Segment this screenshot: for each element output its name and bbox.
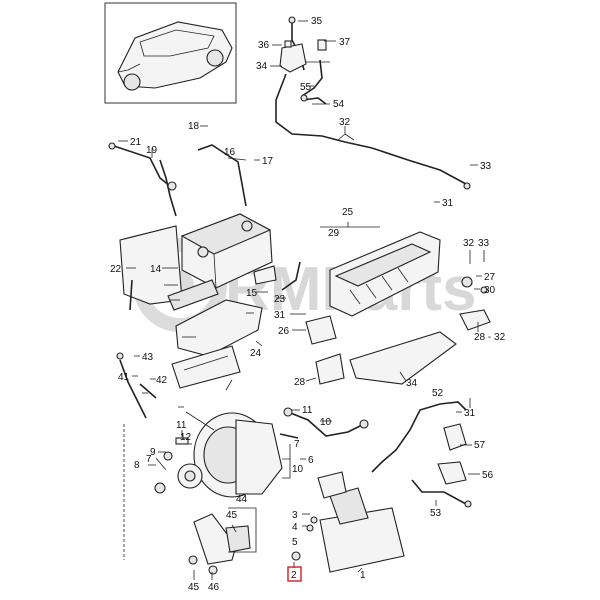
callout-27[interactable]: 28 (294, 377, 306, 388)
callout-47[interactable]: 52 (432, 388, 444, 399)
callout-labels: 35 36 37 34 55 54 32 18 21 19 16 17 33 3… (110, 16, 506, 593)
callout-9[interactable]: 9 (150, 447, 156, 458)
callout-38[interactable]: 35 (311, 16, 323, 27)
vehicle-thumbnail (104, 2, 237, 104)
callout-43[interactable]: 43 (142, 352, 154, 363)
callout-7[interactable]: 7 (294, 439, 300, 450)
callout-23[interactable]: 24 (250, 348, 262, 359)
callout-7b[interactable]: 7 (146, 454, 152, 465)
sensor-cables (371, 401, 472, 508)
battery (119, 144, 273, 305)
callout-34[interactable]: 31 (442, 198, 454, 209)
cable-41 (116, 352, 157, 560)
highlight-box (287, 566, 302, 582)
callout-25[interactable]: 26 (278, 326, 290, 337)
callout-10b[interactable]: 10 (292, 464, 304, 475)
alternator (154, 411, 283, 498)
alternator-cable (279, 407, 369, 439)
callout-3[interactable]: 3 (292, 510, 298, 521)
callout-33[interactable]: 34 (406, 378, 418, 389)
callout-36[interactable]: 33 (480, 161, 492, 172)
callout-24[interactable]: 25 (342, 207, 354, 218)
callout-35[interactable]: 32 (339, 117, 351, 128)
callout-11[interactable]: 11 (176, 420, 187, 431)
callout-40[interactable]: 37 (339, 37, 351, 48)
callout-26[interactable]: 27 (484, 272, 496, 283)
callout-37[interactable]: 34 (256, 61, 268, 72)
callout-46[interactable]: 46 (208, 582, 220, 593)
callout-44[interactable]: 44 (236, 494, 248, 505)
callout-6[interactable]: 6 (308, 455, 314, 466)
callout-45b[interactable]: 45 (226, 510, 238, 521)
bracket-44 (188, 513, 251, 575)
callout-49[interactable]: 54 (333, 99, 345, 110)
callout-52[interactable]: 57 (474, 440, 486, 451)
callout-10[interactable]: 10 (320, 417, 332, 428)
callout-31[interactable]: 32 (463, 238, 475, 249)
callout-45[interactable]: 45 (188, 582, 200, 593)
callout-16[interactable]: 16 (224, 147, 236, 158)
starter-motor (291, 471, 405, 573)
callout-28[interactable]: 28 - 32 (474, 332, 506, 343)
callout-12[interactable]: 12 (180, 432, 192, 443)
callout-19[interactable]: 19 (146, 145, 158, 156)
callout-14[interactable]: 14 (150, 264, 162, 275)
callout-42[interactable]: 42 (156, 375, 168, 386)
callout-30[interactable]: 31 (274, 310, 286, 321)
callout-1[interactable]: 1 (360, 570, 366, 581)
callout-22[interactable]: 23 (274, 294, 286, 305)
battery-tray (129, 279, 263, 389)
callout-28-32[interactable]: 29 (328, 228, 340, 239)
callout-34b[interactable]: 31 (464, 408, 476, 419)
callout-48[interactable]: 53 (430, 508, 442, 519)
callout-5[interactable]: 5 (292, 537, 298, 548)
callout-20[interactable]: 21 (130, 137, 142, 148)
callout-18[interactable]: 18 (188, 121, 200, 132)
callout-8[interactable]: 8 (134, 460, 140, 471)
cable-19 (108, 142, 177, 191)
callout-29[interactable]: 30 (484, 285, 496, 296)
battery-cable-upper (275, 16, 471, 190)
callout-17[interactable]: 17 (262, 156, 274, 167)
callout-50[interactable]: 55 (300, 82, 312, 93)
callout-21[interactable]: 22 (110, 264, 122, 275)
fuse-box-24 (253, 231, 491, 385)
callout-4[interactable]: 4 (292, 522, 298, 533)
callout-2[interactable]: 2 (291, 570, 297, 581)
callout-13[interactable]: 11 (302, 405, 313, 416)
callout-32[interactable]: 33 (478, 238, 490, 249)
callout-15[interactable]: 15 (246, 288, 258, 299)
leader-lines (118, 20, 485, 580)
callout-39[interactable]: 36 (258, 40, 270, 51)
callout-41[interactable]: 41 (118, 372, 130, 383)
callout-51[interactable]: 56 (482, 470, 494, 481)
